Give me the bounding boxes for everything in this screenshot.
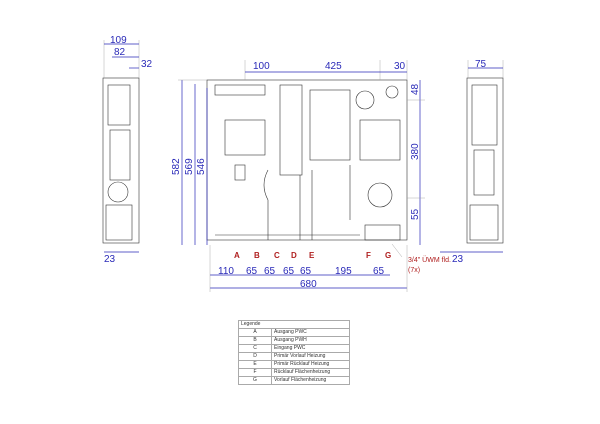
legend-key: G [238, 376, 272, 385]
dim-65-3: 65 [283, 266, 295, 277]
legend-key: E [238, 360, 272, 369]
legend-title: Legende [238, 320, 350, 329]
dim-109: 109 [110, 35, 127, 46]
legend-key: F [238, 368, 272, 377]
legend-label: Rücklauf Flächenheizung [271, 368, 350, 377]
dim-75: 75 [475, 59, 487, 70]
legend-label: Vorlauf Flächenheizung [271, 376, 350, 385]
connection-B: B [254, 251, 260, 260]
connection-D: D [291, 251, 297, 260]
dim-65-2: 65 [264, 266, 276, 277]
legend-label: Ausgang PWC [271, 328, 350, 337]
dim-110: 110 [218, 266, 234, 277]
dim-23-right: 23 [452, 254, 464, 265]
dim-582: 582 [171, 158, 182, 175]
dim-425: 425 [325, 61, 342, 72]
dim-65-4: 65 [300, 266, 312, 277]
dim-100: 100 [253, 61, 270, 72]
dim-30: 30 [394, 61, 406, 72]
dim-82: 82 [114, 47, 126, 58]
dim-680: 680 [300, 279, 317, 290]
connection-G: G [385, 251, 391, 260]
dim-546: 546 [196, 158, 207, 175]
dim-23-left: 23 [104, 254, 116, 265]
dim-569: 569 [184, 158, 195, 175]
fitting-count: (7x) [408, 267, 420, 274]
right-side-view [440, 60, 504, 253]
connection-F: F [366, 251, 371, 260]
front-view [178, 60, 425, 292]
dim-195: 195 [335, 266, 352, 277]
dim-65-5: 65 [373, 266, 385, 277]
connection-E: E [309, 251, 315, 260]
dim-48: 48 [410, 83, 421, 95]
dim-380: 380 [410, 143, 421, 160]
legend-label: Primär Vorlauf Heizung [271, 352, 350, 361]
legend-key: A [238, 328, 272, 337]
legend-label: Ausgang PWH [271, 336, 350, 345]
dim-32: 32 [141, 59, 153, 70]
connection-C: C [274, 251, 280, 260]
connection-A: A [234, 251, 240, 260]
legend-key: B [238, 336, 272, 345]
legend-key: C [238, 344, 272, 353]
legend-label: Eingang PWC [271, 344, 350, 353]
legend-label: Primär Rücklauf Heizung [271, 360, 350, 369]
fitting-note: 3/4" ÜWM fld. [408, 256, 451, 264]
left-side-view [102, 40, 140, 253]
dim-65-1: 65 [246, 266, 258, 277]
legend-key: D [238, 352, 272, 361]
dim-55: 55 [410, 208, 421, 220]
